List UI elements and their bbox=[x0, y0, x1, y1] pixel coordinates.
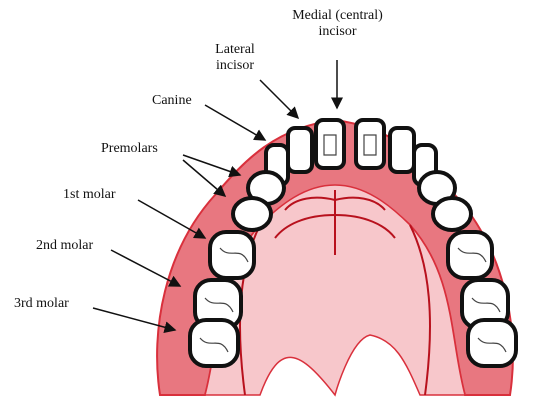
arrow-canine bbox=[205, 105, 265, 140]
right-lateral-incisor bbox=[390, 128, 414, 172]
arrow-second-molar bbox=[111, 250, 180, 286]
label-premolars: Premolars bbox=[101, 141, 158, 157]
right-central-incisor bbox=[356, 120, 384, 168]
label-lateral-incisor: Lateral incisor bbox=[205, 42, 265, 74]
label-lateral-incisor-line1: Lateral bbox=[205, 42, 265, 58]
arrow-first-molar bbox=[138, 200, 205, 238]
arrow-lateral bbox=[260, 80, 298, 118]
left-premolar-2 bbox=[233, 198, 271, 230]
right-first-molar bbox=[448, 232, 492, 278]
left-central-incisor bbox=[316, 120, 344, 168]
label-canine: Canine bbox=[152, 93, 192, 109]
label-central-incisor-line1: Medial (central) bbox=[275, 8, 400, 24]
label-second-molar: 2nd molar bbox=[36, 238, 93, 254]
left-first-molar bbox=[210, 232, 254, 278]
left-lateral-incisor bbox=[288, 128, 312, 172]
label-first-molar: 1st molar bbox=[63, 187, 116, 203]
label-central-incisor-line2: incisor bbox=[275, 24, 400, 40]
arrow-premolar-b bbox=[183, 160, 225, 196]
label-third-molar: 3rd molar bbox=[14, 296, 69, 312]
label-central-incisor: Medial (central) incisor bbox=[275, 8, 400, 40]
right-premolar-2 bbox=[433, 198, 471, 230]
arrow-premolar-a bbox=[183, 155, 240, 175]
label-lateral-incisor-line2: incisor bbox=[205, 58, 265, 74]
